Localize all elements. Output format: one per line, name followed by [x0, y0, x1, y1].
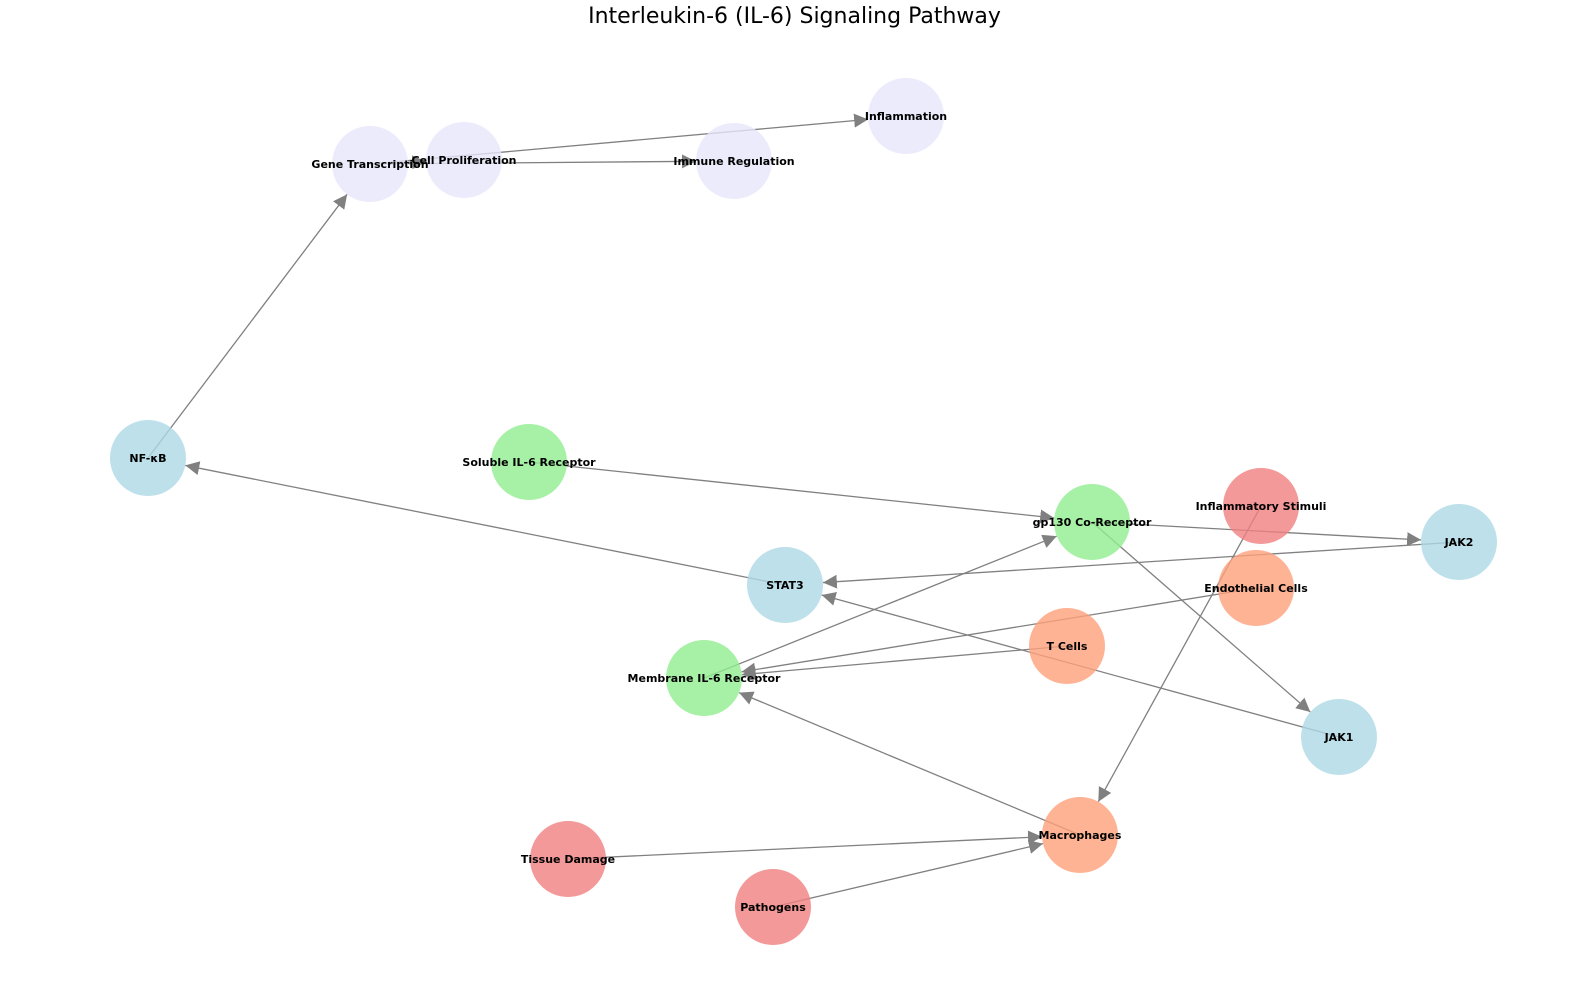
node-cell-proliferation — [426, 122, 502, 198]
node-immune-regulation — [696, 123, 772, 199]
node-label-endothelial-cells: Endothelial Cells — [1204, 582, 1308, 595]
node-label-gp130: gp130 Co-Receptor — [1033, 516, 1152, 529]
node-jak1 — [1301, 699, 1377, 775]
node-label-jak2: JAK2 — [1444, 536, 1474, 549]
node-tissue-damage — [530, 821, 606, 897]
node-nfkb — [110, 420, 186, 496]
node-label-t-cells: T Cells — [1047, 640, 1088, 653]
node-gp130 — [1054, 484, 1130, 560]
node-membrane-il6r — [666, 640, 742, 716]
node-macrophages — [1042, 797, 1118, 873]
node-pathogens — [735, 869, 811, 945]
edge-stat3-to-nfkb — [185, 461, 786, 586]
edge-inflammatory_stimuli-to-macrophages — [1097, 505, 1262, 803]
edge-t_cells-to-membrane_il6r — [741, 645, 1068, 681]
node-endothelial-cells — [1218, 550, 1294, 626]
edge-gene_transcription-to-immune_regulation — [369, 154, 697, 169]
node-label-tissue-damage: Tissue Damage — [521, 853, 615, 866]
edge-endothelial_cells-to-membrane_il6r — [741, 587, 1257, 677]
node-inflammation — [868, 78, 944, 154]
node-label-nfkb: NF-κB — [129, 452, 166, 465]
edge-macrophages-to-membrane_il6r — [738, 691, 1081, 836]
node-label-membrane-il6r: Membrane IL-6 Receptor — [628, 672, 781, 685]
node-label-inflammation: Inflammation — [865, 110, 947, 123]
edge-tissue_damage-to-macrophages — [567, 830, 1043, 860]
edge-jak2-to-stat3 — [822, 541, 1460, 589]
node-stat3 — [747, 547, 823, 623]
node-t-cells — [1029, 608, 1105, 684]
edge-pathogens-to-macrophages — [772, 840, 1044, 908]
node-inflammatory-stimuli — [1223, 468, 1299, 544]
node-label-soluble-il6r: Soluble IL-6 Receptor — [462, 456, 596, 469]
nodes-layer — [110, 78, 1497, 945]
edge-nfkb-to-gene_transcription — [147, 193, 348, 459]
node-gene-transcription — [332, 126, 408, 202]
node-jak2 — [1421, 504, 1497, 580]
edge-soluble_il6r-to-gp130 — [528, 461, 1055, 524]
node-label-stat3: STAT3 — [766, 579, 803, 592]
edge-membrane_il6r-to-gp130 — [703, 534, 1057, 679]
edge-gp130-to-jak1 — [1091, 521, 1311, 713]
node-label-cell-proliferation: Cell Proliferation — [412, 154, 517, 167]
node-label-pathogens: Pathogens — [740, 901, 806, 914]
node-label-inflammatory-stimuli: Inflammatory Stimuli — [1196, 500, 1327, 513]
node-soluble-il6r — [491, 424, 567, 500]
node-label-jak1: JAK1 — [1324, 731, 1354, 744]
node-label-gene-transcription: Gene Transcription — [311, 158, 428, 171]
node-label-immune-regulation: Immune Regulation — [673, 155, 794, 168]
node-label-macrophages: Macrophages — [1039, 829, 1122, 842]
diagram-title: Interleukin-6 (IL-6) Signaling Pathway — [588, 4, 1001, 29]
